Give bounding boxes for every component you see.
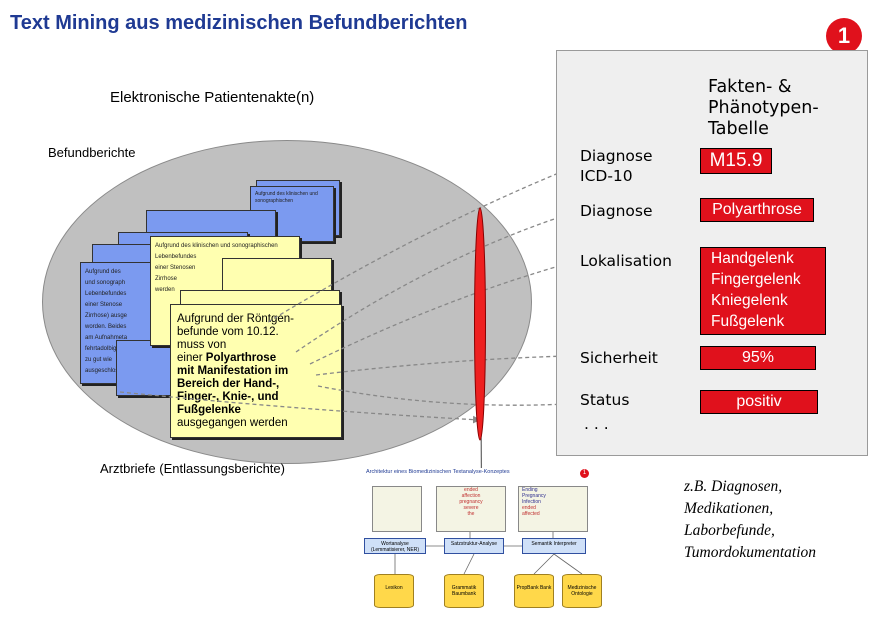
row-label-status: Status (580, 391, 630, 409)
doc-text: worden. Beides (85, 324, 127, 330)
table-ellipsis: . . . (584, 415, 609, 433)
doc-text: werden (155, 287, 175, 293)
doc-line: Bereich der Hand-, (177, 378, 335, 391)
thumb-word: affection (461, 493, 481, 499)
header-line: Phänotypen- (708, 98, 819, 118)
doc-line: muss von (177, 339, 227, 351)
value-status: positiv (700, 390, 818, 414)
row-label-diagnose-icd: Diagnose ICD-10 (580, 146, 653, 186)
thumb-feature-box: Ending Pregnancy Infection ended affecte… (518, 486, 588, 532)
thumb-word: severe (463, 505, 479, 511)
row-label-diagnose: Diagnose (580, 202, 653, 220)
page-title: Text Mining aus medizinischen Befundberi… (10, 12, 468, 34)
doc-text: Aufgrund des klinischen und sonographisc… (255, 191, 318, 204)
doc-text: Aufgrund des (85, 269, 121, 275)
arrow-side (119, 391, 481, 424)
doc-text: Lebenbefundes (155, 254, 197, 260)
lokalisation-item: Fingergelenk (711, 271, 801, 288)
value-diagnose: Polyarthrose (700, 198, 814, 222)
doc-text: ausgeschlossen (85, 368, 129, 374)
doc-text: zu gut wie (85, 357, 113, 363)
main-report-document: Aufgrund der Röntgen- befunde vom 10.12.… (170, 304, 342, 438)
arrow-sicherheit (315, 352, 567, 376)
thumb-word: ended (522, 505, 536, 511)
thumb-box-satzstruktur: Satzstruktur-Analyse (444, 538, 504, 554)
thumb-word: Ending (522, 487, 538, 493)
arrow-diagnose (295, 213, 567, 353)
thumb-db-lexikon: Lexikon (374, 574, 414, 608)
doc-text: Zirrhose (155, 276, 178, 282)
doc-line: ausgegangen werden (177, 417, 288, 429)
doc-line: Finger-, Knie-, und (177, 391, 335, 404)
red-lens-filter (474, 207, 486, 441)
slide-number-badge: 1 (826, 18, 862, 54)
doc-line-bold: Fußgelenke (177, 404, 241, 416)
architecture-thumbnail: Architektur eines Biomedizinischen Texta… (358, 468, 608, 620)
row-label-line: Diagnose (580, 147, 653, 165)
thumb-word: pregnancy (459, 499, 483, 505)
thumbnail-title: Architektur eines Biomedizinischen Texta… (366, 469, 510, 475)
thumb-db-propbank: PropBank Bank (514, 574, 554, 608)
row-label-sicherheit: Sicherheit (580, 349, 658, 367)
doc-line-bold: mit Manifestation im (177, 365, 289, 377)
note-line: z.B. Diagnosen, (684, 478, 783, 495)
thumb-connectors (394, 532, 583, 575)
arrow-diagnose-icd (267, 169, 567, 323)
doc-text: Zirrhose) ausge (85, 313, 128, 319)
doc-text: Aufgrund des klinischen und sonographisc… (155, 243, 278, 249)
thumb-db-grammatik: Grammatik Baumbank (444, 574, 484, 608)
ehr-label: Elektronische Patientenakte(n) (110, 89, 315, 106)
lokalisation-item: Kniegelenk (711, 292, 788, 309)
examples-note: z.B. Diagnosen, Medikationen, Laborbefun… (684, 476, 816, 564)
doc-line: Fußgelenke (177, 404, 335, 417)
thumb-word: the (467, 511, 475, 517)
value-icd-code: M15.9 (700, 148, 772, 174)
note-line: Tumordokumentation (684, 544, 817, 561)
facts-table-header: Fakten- & Phänotypen- Tabelle (708, 77, 819, 140)
doc-text: fehrtadolbig (85, 346, 117, 352)
lokalisation-item: Fußgelenk (711, 313, 785, 330)
arrow-status (317, 385, 567, 409)
thumb-db-ontologie: Medizinische Ontologie (562, 574, 602, 608)
row-label-line: ICD-10 (580, 167, 633, 185)
doc-text: Lebenbefundes (85, 291, 127, 297)
thumb-word: Infection (522, 499, 541, 505)
befundberichte-label: Befundberichte (48, 145, 136, 160)
note-line: Laborbefunde, (684, 522, 775, 539)
thumb-feature-box: ended affection pregnancy severe the (436, 486, 506, 532)
doc-line-part: einer (177, 352, 206, 364)
value-sicherheit: 95% (700, 346, 816, 370)
doc-line: Aufgrund der Röntgen- (177, 313, 294, 325)
doc-line-bold: Bereich der Hand-, (177, 378, 280, 390)
arrow-lokalisation (309, 262, 567, 365)
doc-line: einer Polyarthrose (177, 352, 335, 365)
thumb-word: Pregnancy (522, 493, 546, 499)
doc-line: befunde vom 10.12. (177, 326, 279, 338)
thumbnail-badge: 1 (580, 469, 589, 478)
doc-line-bold: Finger-, Knie-, und (177, 391, 279, 403)
arztbriefe-label: Arztbriefe (Entlassungsberichte) (100, 461, 285, 476)
doc-line-part-bold: Polyarthrose (205, 352, 277, 364)
doc-text: am Aufnahmeta (85, 335, 128, 341)
header-line: Fakten- & (708, 77, 792, 97)
doc-text: und sonograph (85, 280, 126, 286)
value-lokalisation: Handgelenk Fingergelenk Kniegelenk Fußge… (700, 247, 826, 335)
header-line: Tabelle (708, 119, 769, 139)
note-line: Medikationen, (684, 500, 774, 517)
thumb-box-wortanalyse: Wortanalyse (Lemmatisierer, NER) (364, 538, 426, 554)
lokalisation-item: Handgelenk (711, 250, 794, 267)
row-label-lokalisation: Lokalisation (580, 252, 672, 270)
doc-text: einer Stenosen (155, 265, 196, 271)
thumb-word: ended (464, 487, 478, 493)
doc-line: mit Manifestation im (177, 365, 335, 378)
doc-text: einer Stenose (85, 302, 123, 308)
thumb-box-semantik: Semantik Interpreter (522, 538, 586, 554)
thumb-word: affected (522, 511, 540, 517)
thumb-feature-box (372, 486, 422, 532)
